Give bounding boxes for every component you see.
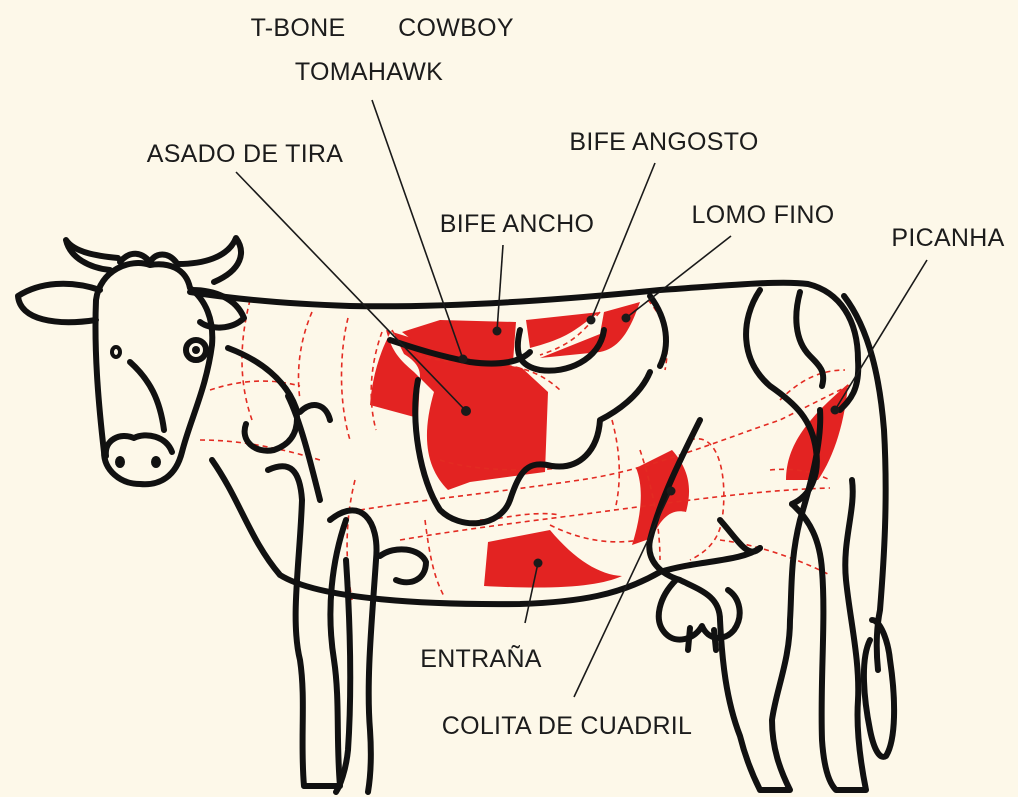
cut-regions (370, 302, 848, 588)
label-tomahawk: TOMAHAWK (295, 58, 443, 87)
cow-horn-left (66, 240, 118, 270)
label-picanha: PICANHA (891, 224, 1004, 253)
cow-muzzle (106, 435, 172, 456)
label-entrana: ENTRAÑA (420, 645, 542, 674)
label-lomo-fino: LOMO FINO (692, 201, 835, 230)
label-cowboy: COWBOY (398, 14, 514, 43)
label-bife-angosto: BIFE ANGOSTO (569, 128, 758, 157)
cow-head (95, 263, 212, 484)
cow-eye-spot (112, 347, 120, 357)
label-bife-ancho: BIFE ANCHO (440, 210, 594, 239)
cow-hind-leg (792, 480, 866, 790)
label-colita-de-cuadril: COLITA DE CUADRIL (442, 712, 693, 741)
label-asado-de-tira: ASADO DE TIRA (147, 140, 344, 169)
label-t-bone: T-BONE (251, 14, 346, 43)
cut-entrana-region (484, 530, 622, 588)
cow-ear-left (18, 284, 100, 322)
